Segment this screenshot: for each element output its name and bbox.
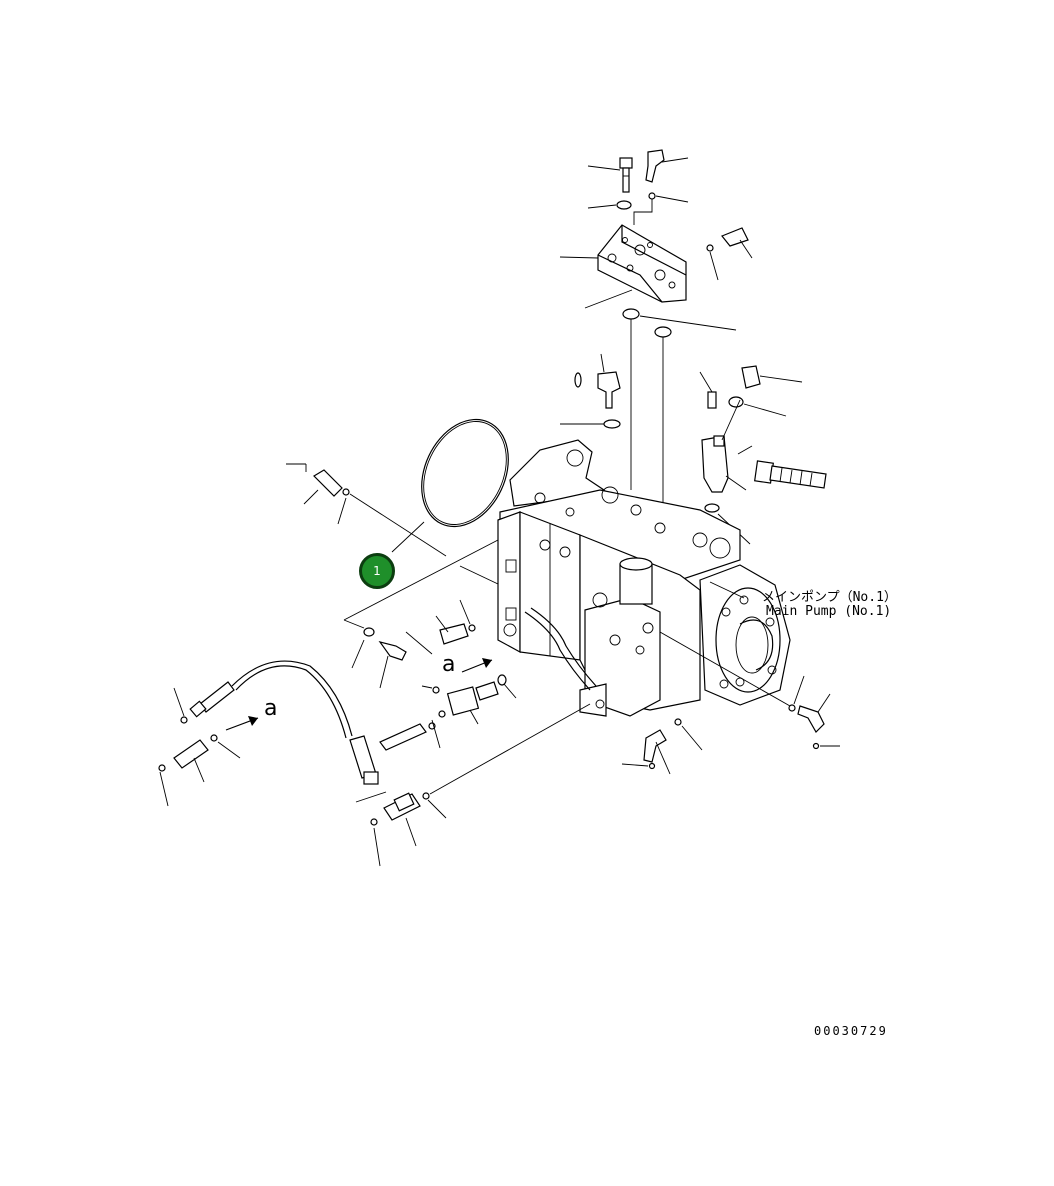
right-elbow-fitting <box>659 631 840 750</box>
top-elbow-fitting <box>645 149 665 183</box>
hose-nipple <box>379 710 446 751</box>
view-marker-a-upper: a <box>442 652 456 677</box>
right-oring <box>728 396 744 408</box>
right-lower-oring <box>704 503 720 513</box>
top-right-fitting <box>706 227 749 252</box>
hose <box>231 660 353 737</box>
main-pump-body <box>497 439 791 717</box>
plug-fitting-1 <box>405 599 476 655</box>
lower-elbow-fitting <box>621 718 703 775</box>
view-marker-a-lower: a <box>264 696 278 721</box>
main-pump-label-jp: メインポンプ（No.1） <box>762 590 897 605</box>
long-stud-bolt <box>754 460 827 489</box>
callout-leader <box>391 521 425 553</box>
right-plug <box>741 365 803 389</box>
guide-line-left <box>343 539 499 621</box>
small-screw <box>699 371 717 409</box>
oring-disc-2 <box>654 326 672 338</box>
main-pump-label-en: Main Pump (No.1) <box>766 604 892 619</box>
top-oring <box>648 192 656 200</box>
top-bolt <box>619 157 633 193</box>
mid-washer <box>603 419 621 429</box>
oring-disc-1 <box>622 308 640 320</box>
hose-end-lower <box>349 735 379 785</box>
solenoid-valve <box>701 399 753 493</box>
mid-oring <box>574 372 582 388</box>
left-sensor-fitting <box>286 463 499 585</box>
pressure-sensor <box>446 674 517 725</box>
mid-elbow-fitting <box>597 371 621 409</box>
lower-adapter <box>355 703 591 867</box>
left-adapter <box>158 734 241 807</box>
drawing-number: 00030729 <box>814 1024 888 1038</box>
mid-small-oring <box>421 685 440 694</box>
top-valve-block <box>597 224 687 303</box>
left-bolt <box>351 627 407 689</box>
hose-end-upper <box>173 681 235 724</box>
large-oring <box>421 418 509 528</box>
callout-number-1[interactable]: 1 <box>359 553 395 589</box>
top-washer <box>616 200 632 210</box>
